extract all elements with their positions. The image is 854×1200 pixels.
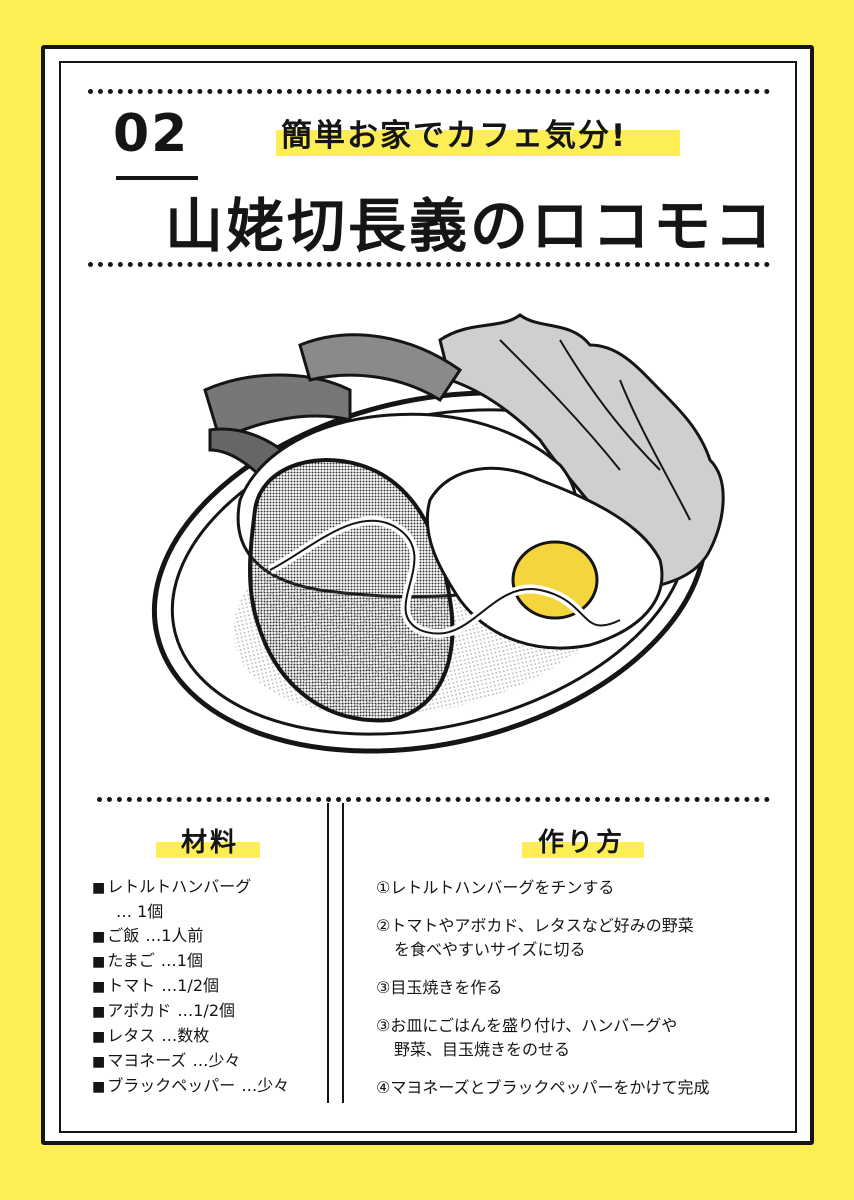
list-item: ■マヨネーズ…少々	[92, 1051, 241, 1070]
square-bullet-icon: ■	[92, 1054, 106, 1070]
ingredients-heading-highlight	[156, 842, 260, 858]
step-item: ②トマトやアボカド、レタスなど好みの野菜を食べやすいサイズに切る	[376, 916, 694, 959]
method-heading-highlight	[522, 842, 644, 858]
column-divider-left	[327, 803, 329, 1103]
square-bullet-icon: ■	[92, 1004, 106, 1020]
step-item: ③目玉焼きを作る	[376, 978, 503, 997]
avocado-icon	[203, 333, 463, 487]
number-underline	[116, 176, 198, 180]
fried-egg-icon	[425, 466, 664, 650]
method-heading: 作り方	[538, 828, 626, 858]
subtitle-highlight	[276, 130, 680, 156]
square-bullet-icon: ■	[92, 954, 106, 970]
dotted-divider-title	[88, 262, 770, 267]
square-bullet-icon: ■	[92, 929, 106, 945]
step-item: ①レトルトハンバーグをチンする	[376, 878, 615, 897]
inner-frame	[59, 61, 797, 1133]
list-item: ■ご飯…1人前	[92, 926, 204, 945]
square-bullet-icon: ■	[92, 979, 106, 995]
list-item: ■レタス…数枚	[92, 1026, 210, 1045]
list-item: ■レトルトハンバーグ… 1個	[92, 877, 252, 921]
list-item: ■ブラックペッパー…少々	[92, 1076, 290, 1095]
recipe-number: 02	[113, 104, 190, 164]
method-steps: ①レトルトハンバーグをチンする ②トマトやアボカド、レタスなど好みの野菜を食べや…	[376, 876, 776, 1114]
ingredients-heading: 材料	[181, 828, 240, 858]
square-bullet-icon: ■	[92, 880, 106, 896]
column-divider-right	[342, 803, 344, 1103]
square-bullet-icon: ■	[92, 1029, 106, 1045]
step-item: ③お皿にごはんを盛り付け、ハンバーグや野菜、目玉焼きをのせる	[376, 1016, 678, 1059]
dotted-divider-bottom	[97, 797, 770, 802]
list-item: ■たまご…1個	[92, 951, 203, 970]
hamburger-patty-icon	[248, 458, 455, 723]
list-item: ■トマト…1/2個	[92, 976, 220, 995]
locomoco-illustration	[151, 313, 725, 754]
subtitle: 簡単お家でカフェ気分!	[281, 118, 628, 154]
dotted-divider-top	[88, 89, 770, 94]
square-bullet-icon: ■	[92, 1079, 106, 1095]
page-title: 山姥切長義のロコモコ	[165, 192, 776, 260]
ingredients-list: ■レトルトハンバーグ… 1個 ■ご飯…1人前 ■たまご…1個 ■トマト…1/2個…	[92, 877, 322, 1101]
step-item: ④マヨネーズとブラックペッパーをかけて完成	[376, 1078, 710, 1097]
list-item: ■アボカド…1/2個	[92, 1001, 236, 1020]
